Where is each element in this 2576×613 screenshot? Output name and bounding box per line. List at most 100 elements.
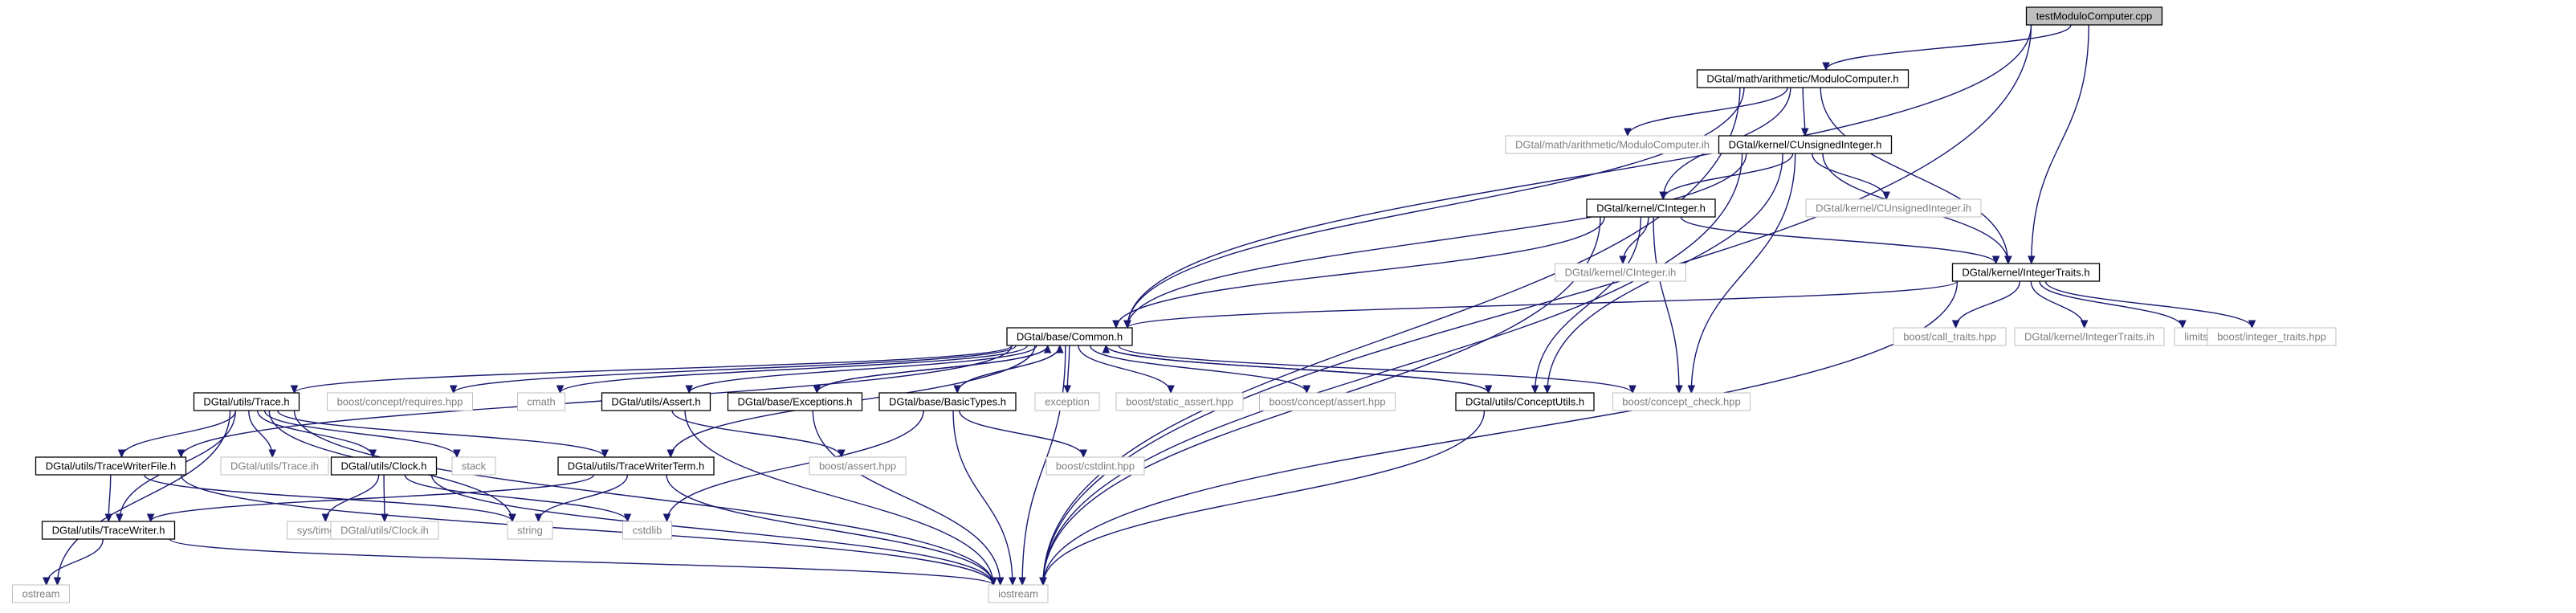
node-label: string (517, 525, 543, 537)
node-common[interactable]: DGtal/base/Common.h (1006, 327, 1133, 346)
node-ostream: ostream (12, 584, 70, 603)
node-label: testModuloComputer.cpp (2036, 10, 2153, 22)
edge-exc-to-iostream (812, 410, 1005, 586)
node-assert[interactable]: DGtal/utils/Assert.h (601, 392, 711, 411)
node-label: DGtal/utils/TraceWriterFile.h (46, 460, 177, 472)
node-twf[interactable]: DGtal/utils/TraceWriterFile.h (35, 456, 187, 476)
node-box (1045, 456, 1145, 476)
node-twt[interactable]: DGtal/utils/TraceWriterTerm.h (557, 456, 715, 476)
node-box (517, 392, 565, 411)
node-label: DGtal/math/arithmetic/ModuloComputer.ih (1515, 139, 1710, 151)
node-box (1696, 69, 1910, 88)
edge-ci-to-cc (1653, 216, 1683, 394)
node-label: DGtal/base/BasicTypes.h (889, 396, 1006, 408)
node-label: DGtal/utils/ConceptUtils.h (1465, 396, 1584, 408)
edge-common-to-cc (1118, 345, 1636, 394)
node-box (1612, 392, 1751, 411)
edge-twt-to-string (534, 474, 629, 523)
node-cui[interactable]: DGtal/kernel/CUnsignedInteger.h (1718, 135, 1893, 154)
edge-mc-to-it (1820, 87, 2012, 265)
node-exception: exception (1034, 392, 1100, 411)
node-box (1805, 198, 1982, 218)
node-box (41, 521, 176, 540)
node-bt[interactable]: DGtal/base/BasicTypes.h (878, 392, 1017, 411)
edge-ci-to-cu (1531, 216, 1642, 394)
node-trace[interactable]: DGtal/utils/Trace.h (193, 392, 300, 411)
node-box (1034, 392, 1100, 411)
edge-cu-to-iostream (1039, 410, 1486, 586)
node-box (622, 521, 672, 540)
node-box (12, 584, 70, 603)
node-clockih: DGtal/utils/Clock.ih (330, 521, 439, 540)
node-label: stack (462, 460, 487, 472)
node-box (1259, 392, 1396, 411)
node-box (1718, 135, 1893, 154)
node-iostream: iostream (988, 584, 1049, 603)
edge-mc-to-iostream (1039, 87, 1741, 586)
edge-mc-to-mcih (1624, 87, 1788, 137)
node-label: DGtal/utils/Trace.h (203, 396, 289, 408)
edge-trace-to-clock (256, 410, 377, 459)
node-bit: boost/integer_traits.hpp (2207, 327, 2337, 346)
node-box (193, 392, 300, 411)
node-sa: boost/static_assert.hpp (1115, 392, 1244, 411)
node-box (507, 521, 553, 540)
node-box (2014, 327, 2165, 346)
node-label: boost/concept/requires.hpp (337, 396, 463, 408)
node-label: limits (2184, 331, 2208, 343)
node-cstdlib: cstdlib (622, 521, 672, 540)
edge-trace-to-twt (277, 410, 609, 459)
node-label: boost/call_traits.hpp (1903, 331, 1996, 343)
node-label: DGtal/kernel/CUnsignedInteger.ih (1816, 202, 1971, 215)
node-box (1115, 392, 1244, 411)
edge-trace-to-traceih (248, 410, 276, 459)
edge-clock-to-systime (321, 474, 380, 523)
edge-cui-to-iostream (1039, 153, 1743, 586)
node-exc[interactable]: DGtal/base/Exceptions.h (727, 392, 863, 411)
node-clock[interactable]: DGtal/utils/Clock.h (330, 456, 438, 476)
node-it[interactable]: DGtal/kernel/IntegerTraits.h (1951, 263, 2101, 282)
file-nodes: testModuloComputer.cppDGtal/math/arithme… (12, 6, 2337, 603)
node-label: DGtal/utils/Clock.h (341, 460, 427, 472)
node-label: cstdlib (633, 525, 662, 537)
node-ci[interactable]: DGtal/kernel/CInteger.h (1586, 198, 1716, 218)
node-label: exception (1045, 396, 1090, 408)
node-box (809, 456, 907, 476)
edge-common-to-req (449, 345, 1017, 394)
edge-trace-to-stack (263, 410, 461, 459)
node-box (1893, 327, 2007, 346)
node-mc[interactable]: DGtal/math/arithmetic/ModuloComputer.h (1696, 69, 1910, 88)
edge-it-to-itih (2030, 280, 2089, 329)
node-root[interactable]: testModuloComputer.cpp (2025, 6, 2163, 26)
node-box (1951, 263, 2101, 282)
dependency-edges (42, 24, 2256, 586)
node-box (327, 392, 473, 411)
edge-common-to-twf (177, 345, 1013, 459)
edge-cui-to-ci (1659, 153, 1794, 201)
edge-ci-to-it (1680, 216, 2000, 265)
node-label: DGtal/utils/TraceWriter.h (52, 525, 165, 537)
node-box (451, 456, 496, 476)
node-label: iostream (998, 588, 1038, 600)
edge-it-to-limits (2039, 280, 2187, 329)
node-tw[interactable]: DGtal/utils/TraceWriter.h (41, 521, 176, 540)
node-label: DGtal/math/arithmetic/ModuloComputer.h (1706, 73, 1898, 85)
node-cu[interactable]: DGtal/utils/ConceptUtils.h (1455, 392, 1595, 411)
edge-trace-to-ostream (53, 410, 231, 586)
edge-trace-to-iostream (293, 410, 997, 586)
edge-root-to-mc (1822, 24, 2072, 72)
edge-twf-to-string (144, 474, 516, 523)
node-box (2207, 327, 2337, 346)
node-req: boost/concept/requires.hpp (327, 392, 473, 411)
node-label: DGtal/kernel/CInteger.h (1596, 202, 1706, 215)
edge-trace-to-twf (117, 410, 237, 459)
node-box (330, 521, 439, 540)
edge-it-to-call (1951, 280, 2021, 329)
edge-clock-to-cstdlib (404, 474, 632, 523)
edge-assert-to-iostream (684, 410, 997, 586)
edge-common-to-cmath (556, 345, 1029, 394)
node-cmath: cmath (517, 392, 565, 411)
node-box (330, 456, 438, 476)
node-label: boost/concept/assert.hpp (1269, 396, 1385, 408)
